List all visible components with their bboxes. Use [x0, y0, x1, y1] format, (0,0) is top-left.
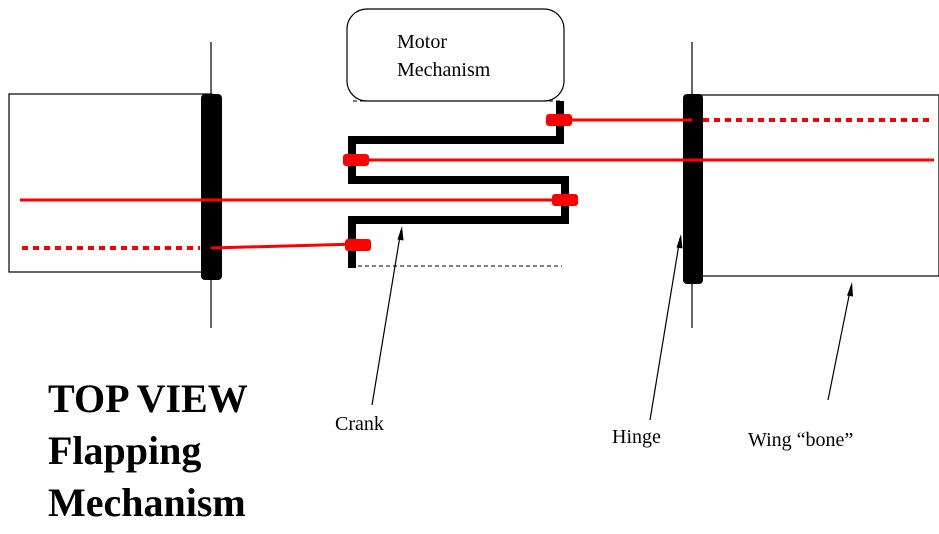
wing-bone-arrow-line: [827, 285, 852, 401]
hinge-arrow-line: [649, 237, 681, 421]
title-line3: Mechanism: [48, 480, 246, 525]
crank-label: Crank: [335, 413, 384, 435]
title-line2: Flapping: [48, 428, 202, 473]
crank-arrow-line: [371, 229, 402, 406]
hinge-arrow-head: [676, 234, 683, 249]
left-wing-box: [8, 93, 213, 273]
pivot-pad-3: [552, 194, 578, 206]
crank-arrow-head: [397, 226, 404, 241]
rod-4: [210, 242, 359, 250]
left-hinge-bar: [201, 94, 222, 280]
right-wing-box: [695, 94, 939, 277]
motor-label-line1: Motor: [397, 31, 447, 53]
pivot-pad-1: [546, 114, 572, 126]
wing-bone-label: Wing “bone”: [748, 429, 854, 451]
motor-label-line2: Mechanism: [397, 59, 491, 81]
pivot-pad-4: [345, 239, 371, 251]
right-hinge-bar: [683, 94, 703, 284]
hinge-label: Hinge: [612, 426, 661, 448]
crank: [348, 101, 569, 268]
motor-mechanism-box: [346, 8, 565, 102]
wing-bone-arrow-head: [847, 282, 853, 297]
pivot-pad-2: [343, 154, 369, 166]
title-line1: TOP VIEW: [48, 376, 248, 421]
